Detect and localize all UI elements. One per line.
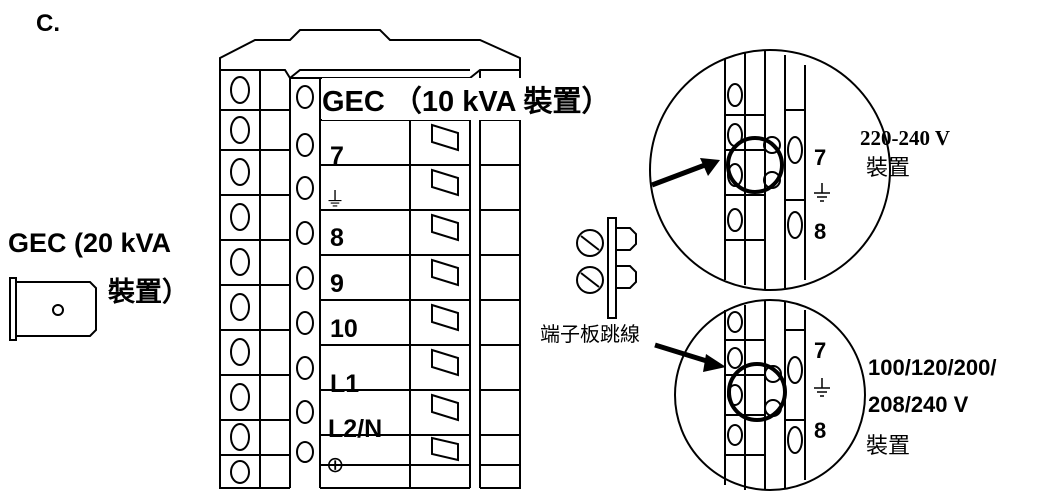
terminal-block-front	[290, 70, 521, 489]
terminal-label-9: 9	[330, 270, 344, 298]
inset-top-terminal-7: 7	[814, 145, 827, 170]
terminal-label-7: 7	[330, 142, 344, 170]
inset-bottom-circle	[674, 299, 866, 491]
terminal-label-8: 8	[330, 224, 344, 252]
terminal-label-l1: L1	[330, 370, 360, 398]
inset-bottom-terminal-7: 7	[814, 338, 827, 363]
inset-bottom-voltage-line2: 208/240 V	[868, 392, 969, 417]
inset-top-voltage: 220-240 V	[860, 126, 951, 150]
inset-top-arrowhead	[700, 158, 720, 176]
gec-10kva-label: GEC （10 kVA 裝置）	[322, 78, 611, 120]
inset-top-ground-icon	[814, 183, 830, 202]
terminal-label-protective-earth: ⊕	[326, 452, 345, 477]
figure-letter: C.	[36, 10, 60, 37]
inset-top-arrow-line	[651, 162, 706, 188]
inset-top-device: 裝置	[866, 155, 911, 180]
gec-20kva-label-line2: 裝置）	[108, 277, 189, 307]
terminal-label-ground: ⏚	[325, 189, 345, 211]
gec-20kva-lug	[9, 277, 97, 341]
inset-bottom-arrowhead	[703, 354, 726, 372]
terminal-jumper	[576, 217, 637, 319]
terminal-jumper-label: 端子板跳線	[540, 324, 640, 346]
inset-top-circle	[649, 49, 891, 291]
terminal-label-l2n: L2/N	[328, 415, 383, 443]
inset-bottom-terminal-8: 8	[814, 418, 827, 443]
inset-bottom-voltage-line1: 100/120/200/	[868, 355, 997, 380]
gec-20kva-label-line1: GEC (20 kVA	[8, 228, 172, 258]
inset-bottom-ground-icon	[814, 378, 830, 397]
inset-top-terminal-8: 8	[814, 219, 827, 244]
terminal-label-10: 10	[330, 315, 358, 343]
inset-bottom-arrow-line	[654, 342, 711, 365]
inset-bottom-device: 裝置	[866, 433, 911, 458]
terminal-block-left-column	[219, 70, 291, 489]
terminal-block-top-housing	[219, 29, 521, 79]
